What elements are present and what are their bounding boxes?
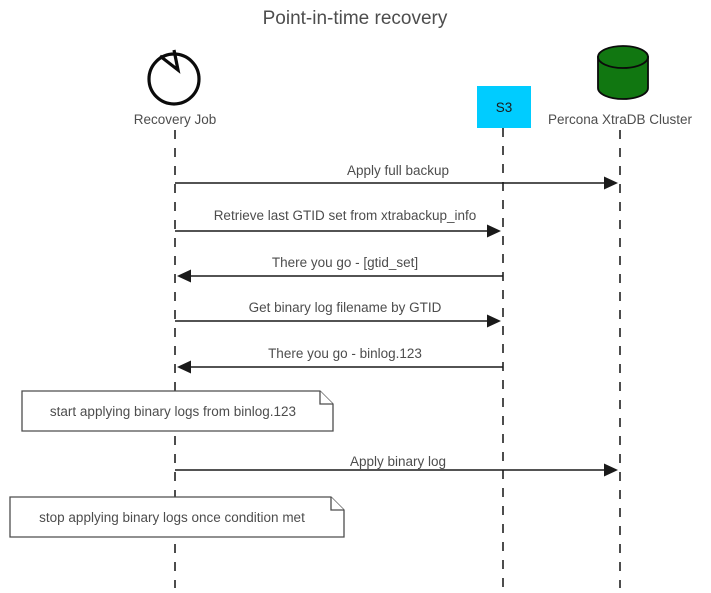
message-label: Get binary log filename by GTID: [249, 300, 442, 315]
note-text: start applying binary logs from binlog.1…: [50, 404, 296, 419]
database-cylinder-icon: [597, 45, 649, 100]
message-get-binary-log-filename: Get binary log filename by GTID: [175, 300, 501, 328]
participant-recovery-job[interactable]: Recovery Job: [134, 49, 217, 127]
message-label: Retrieve last GTID set from xtrabackup_i…: [214, 208, 477, 223]
message-apply-full-backup: Apply full backup: [175, 163, 618, 190]
arrowhead-right-icon: [487, 224, 501, 238]
rectangle-box-icon: [477, 86, 531, 128]
message-label: Apply binary log: [350, 454, 446, 469]
note-shape: [21, 390, 334, 432]
message-retrieve-last-gtid-set: Retrieve last GTID set from xtrabackup_i…: [175, 208, 501, 238]
message-label: There you go - binlog.123: [268, 346, 422, 361]
note-text: stop applying binary logs once condition…: [39, 510, 305, 525]
arrowhead-right-icon: [604, 176, 618, 190]
note-fold-corner-icon: [330, 497, 344, 511]
participant-label-recovery-job: Recovery Job: [134, 112, 217, 127]
note-shape: [9, 496, 345, 538]
arrowhead-right-icon: [604, 463, 618, 477]
participant-percona-xtradb-cluster[interactable]: Percona XtraDB Cluster: [548, 45, 693, 127]
note-fold-corner-icon: [319, 391, 333, 405]
arrowhead-left-icon: [177, 269, 191, 283]
circular-arrow-icon: [147, 49, 201, 106]
note-stop-applying: stop applying binary logs once condition…: [9, 496, 345, 538]
message-there-you-go-gtid-set: There you go - [gtid_set]: [177, 255, 503, 283]
participant-label-s3: S3: [496, 100, 513, 115]
message-label: Apply full backup: [347, 163, 449, 178]
message-there-you-go-binlog: There you go - binlog.123: [177, 346, 503, 374]
arrowhead-left-icon: [177, 360, 191, 374]
participant-s3[interactable]: S3: [477, 86, 531, 128]
participant-label-percona-xtradb-cluster: Percona XtraDB Cluster: [548, 112, 693, 127]
page-title: Point-in-time recovery: [263, 8, 448, 29]
note-start-applying: start applying binary logs from binlog.1…: [21, 390, 334, 432]
message-apply-binary-log: Apply binary log: [175, 454, 618, 477]
message-label: There you go - [gtid_set]: [272, 255, 418, 270]
arrowhead-right-icon: [487, 314, 501, 328]
